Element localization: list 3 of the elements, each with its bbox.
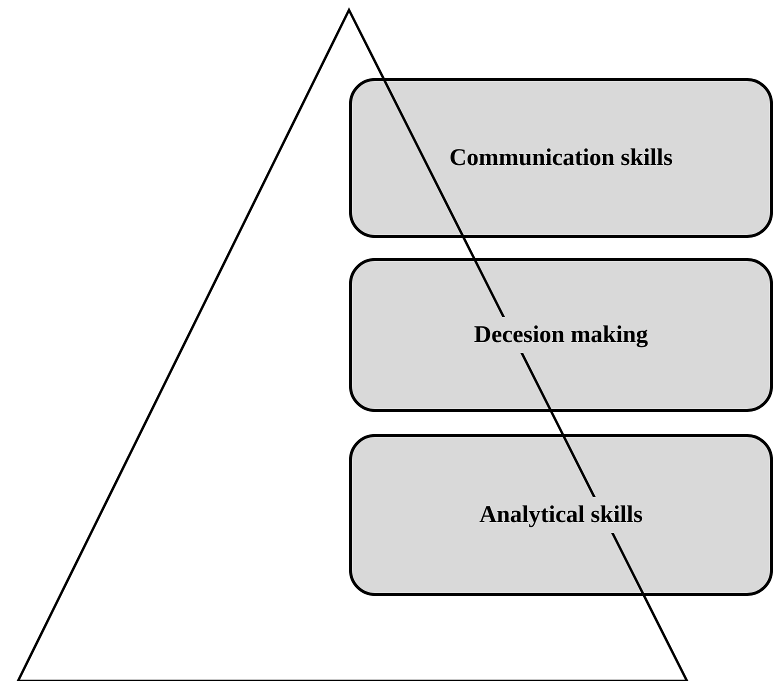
skill-box [349,434,773,596]
skill-box [349,258,773,412]
skill-box [349,78,773,238]
